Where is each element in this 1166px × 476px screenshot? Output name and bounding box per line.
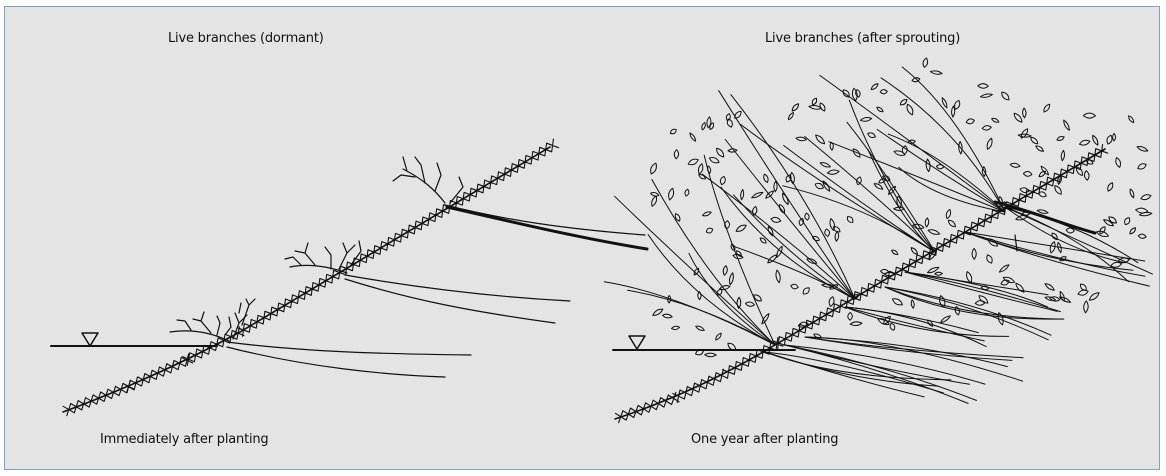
water-level-triangle-icon — [629, 336, 645, 349]
left-slope-hatch — [63, 139, 558, 416]
water-level-triangle-icon — [82, 333, 98, 346]
bank-illustration — [5, 7, 1160, 470]
left-panel-drawing — [51, 139, 647, 416]
diagram-frame: Live branches (dormant) Immediately afte… — [4, 6, 1160, 470]
sprouted-branch-stem — [995, 202, 1095, 233]
live-branch-upper — [393, 157, 647, 249]
live-branch-lower — [170, 299, 471, 377]
right-slope-line — [615, 149, 1105, 419]
left-slope-line — [63, 147, 550, 412]
right-panel-drawing — [604, 58, 1152, 423]
root-mass — [604, 67, 1152, 403]
